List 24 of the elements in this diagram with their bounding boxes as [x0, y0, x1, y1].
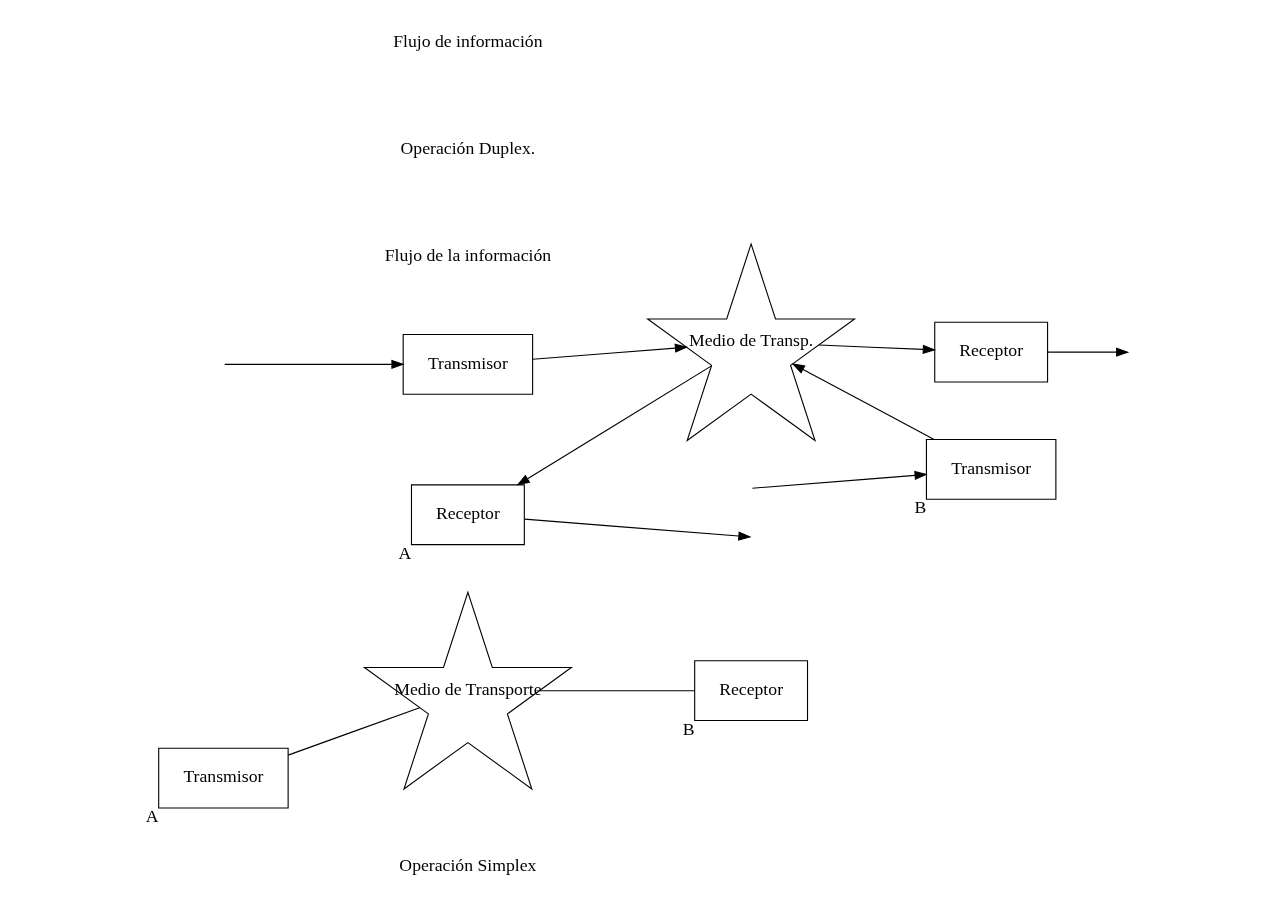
arrow	[751, 470, 928, 489]
arrow	[523, 518, 752, 541]
arrow	[516, 365, 712, 486]
arrow	[791, 363, 935, 441]
node-label: B	[913, 497, 926, 518]
label: Operación Simplex	[398, 854, 536, 875]
arrow	[223, 359, 405, 369]
label: Flujo de la información	[384, 245, 551, 266]
arrow	[1046, 347, 1129, 357]
label: Operación Duplex.	[400, 137, 535, 158]
arrow	[817, 344, 936, 354]
node-box: Transmisor	[402, 333, 533, 395]
connector	[538, 690, 695, 692]
node-box: Transmisor	[925, 439, 1056, 500]
node-label: A	[145, 806, 158, 827]
node-box: Receptor	[693, 660, 808, 722]
node-label: B	[682, 718, 694, 739]
node-box: Transmisor	[157, 747, 289, 809]
arrow	[531, 343, 688, 360]
node-box: Receptor	[410, 484, 525, 546]
node-label: A	[397, 542, 411, 563]
node-box: Receptor	[933, 321, 1048, 383]
connector	[287, 707, 420, 756]
label: Flujo de información	[392, 30, 543, 51]
